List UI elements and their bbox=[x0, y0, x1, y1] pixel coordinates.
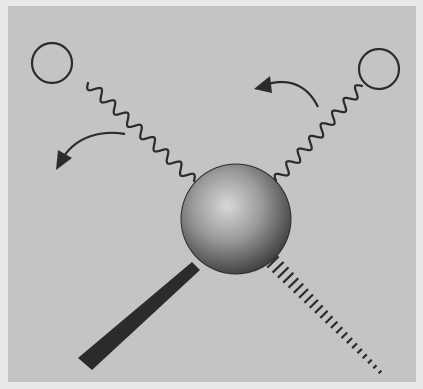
central-sphere bbox=[181, 164, 291, 274]
